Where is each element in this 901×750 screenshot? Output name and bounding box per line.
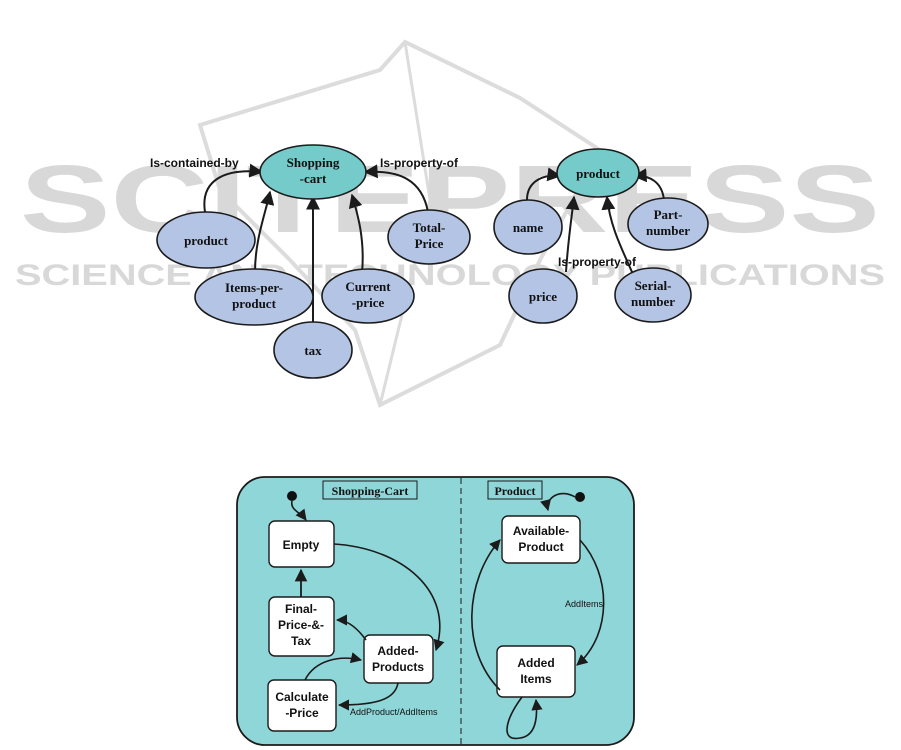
node-total-price: [387, 209, 471, 265]
node-tax: [273, 321, 353, 379]
relation-is-property-of-cart: Is-property-of: [380, 156, 459, 170]
node-name: [493, 199, 563, 255]
node-total-price-label-1: Total-: [413, 220, 446, 235]
edge-product-to-cart: [203, 163, 264, 213]
node-items-per-product-label-2: product: [232, 296, 276, 311]
transition-label-add-items: AddItems: [565, 599, 604, 609]
node-serial-number: [614, 267, 692, 323]
edge-available-to-added: [576, 539, 605, 666]
node-product-center: [556, 148, 640, 198]
node-product-label: product: [184, 233, 228, 248]
shopping-cart-ontology: Shopping -cart product Items-per- produc…: [150, 144, 471, 379]
node-shopping-cart: [259, 144, 367, 200]
state-available-product-label-1: Available-: [513, 524, 569, 538]
node-serial-number-label-1: Serial-: [635, 278, 672, 293]
state-added-products-label-2: Products: [372, 660, 424, 674]
state-added-items-label-1: Added: [517, 656, 554, 670]
initial-state-product: [575, 492, 585, 502]
node-product-center-label: product: [576, 166, 620, 181]
state-final-price-tax-label-3: Tax: [291, 634, 311, 648]
node-part-number-label-2: number: [646, 223, 690, 238]
node-part-number-label-1: Part-: [654, 207, 683, 222]
node-items-per-product: [194, 268, 314, 326]
edge-current-to-cart: [348, 193, 364, 274]
state-available-product-label-2: Product: [518, 540, 563, 554]
node-current-price: [321, 268, 415, 324]
edge-name-to-product: [526, 167, 562, 201]
state-added-products: [363, 634, 434, 684]
watermark-subtitle: SCIENCE AND TECHNOLOGY PUBLICATIONS: [15, 259, 885, 292]
state-final-price-tax-label-2: Price-&-: [278, 618, 324, 632]
state-final-price-tax-label-1: Final-: [285, 602, 317, 616]
node-price-label: price: [529, 289, 557, 304]
edge-serial-to-product: [601, 195, 633, 273]
edge-empty-to-added: [333, 543, 445, 652]
edge-initial-to-available: [540, 492, 576, 512]
state-calculate-price-label-1: Calculate: [275, 690, 329, 704]
node-shopping-cart-label-1: Shopping: [287, 155, 340, 170]
edge-added-to-calculate: [337, 682, 399, 711]
state-empty-label: Empty: [283, 538, 320, 552]
node-total-price-label-2: Price: [415, 236, 444, 251]
node-name-label: name: [513, 220, 544, 235]
edge-added-to-available: [471, 539, 501, 691]
state-available-product: [501, 515, 581, 564]
relation-is-contained-by: Is-contained-by: [150, 156, 239, 170]
initial-state-cart: [287, 491, 297, 501]
transition-label-add-product-add-items: AddProduct/AddItems: [350, 707, 438, 717]
state-calculate-price-label-2: -Price: [285, 706, 319, 720]
node-current-price-label-1: Current: [345, 279, 391, 294]
region-label-product: Product: [494, 484, 535, 498]
statechart: Shopping-Cart Product Empty Final- Price…: [236, 476, 635, 746]
node-current-price-label-2: -price: [352, 295, 385, 310]
edge-initial-to-empty: [290, 500, 307, 521]
node-tax-label: tax: [304, 343, 322, 358]
node-serial-number-label-2: number: [631, 294, 675, 309]
node-shopping-cart-label-2: -cart: [300, 171, 327, 186]
region-label-box-shopping-cart: [322, 480, 418, 500]
node-items-per-product-label-1: Items-per-: [225, 280, 283, 295]
state-added-items-label-2: Items: [520, 672, 552, 686]
node-product: [156, 211, 256, 269]
edge-total-to-cart: [363, 164, 429, 213]
edge-price-to-product: [565, 195, 580, 273]
edge-added-self-loop: [506, 696, 543, 740]
edge-added-to-final: [335, 614, 367, 641]
state-added-items: [496, 645, 576, 698]
node-part-number: [627, 197, 709, 251]
state-added-products-label-1: Added-: [377, 644, 418, 658]
edge-items-to-cart: [254, 190, 275, 273]
region-label-shopping-cart: Shopping-Cart: [332, 484, 409, 498]
edge-calculate-to-added: [304, 652, 363, 681]
relation-is-property-of-product: Is-property-of: [558, 255, 637, 269]
state-calculate-price: [267, 679, 337, 732]
product-ontology: product name price Serial- number Part- …: [493, 148, 709, 324]
watermark-book-spine: [378, 41, 432, 406]
node-price: [508, 268, 578, 324]
region-label-box-product: [487, 480, 543, 500]
